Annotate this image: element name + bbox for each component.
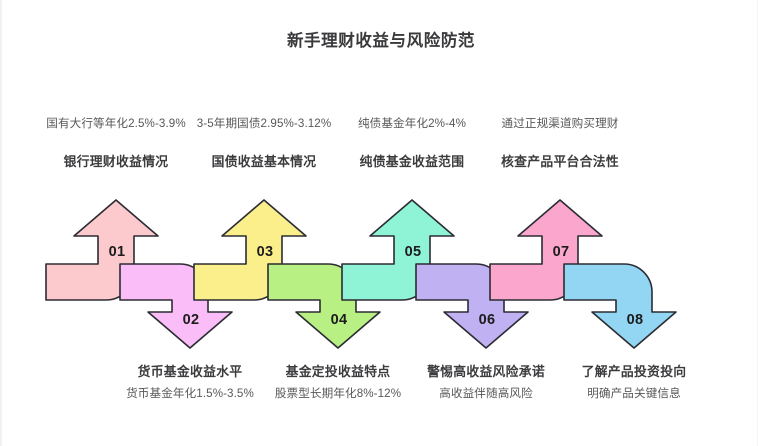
arrow-number-04: 04 bbox=[331, 312, 348, 328]
step-label-04: 基金定投收益特点股票型长期年化8%-12% bbox=[275, 364, 401, 401]
step-label-01: 国有大行等年化2.5%-3.9% 银行理财收益情况 bbox=[46, 116, 185, 170]
step-detail-01: 国有大行等年化2.5%-3.9% bbox=[46, 117, 186, 130]
flow-arrow-08[interactable] bbox=[563, 263, 677, 349]
arrow-number-02: 02 bbox=[183, 312, 200, 328]
step-heading-06: 警惕高收益风险承诺 bbox=[427, 364, 545, 379]
arrow-number-05: 05 bbox=[405, 244, 422, 260]
step-heading-08: 了解产品投资投向 bbox=[581, 364, 687, 379]
step-label-08: 了解产品投资投向明确产品关键信息 bbox=[582, 364, 687, 401]
step-label-06: 警惕高收益风险承诺高收益伴随高风险 bbox=[427, 364, 545, 401]
step-detail-02: 货币基金年化1.5%-3.5% bbox=[126, 386, 254, 400]
page-title: 新手理财收益与风险防范 bbox=[286, 32, 476, 50]
step-heading-03: 国债收益基本情况 bbox=[211, 153, 317, 169]
step-label-03: 3-5年期国债2.95%-3.12% 国债收益基本情况 bbox=[197, 116, 332, 170]
arrow-number-08: 08 bbox=[627, 312, 644, 328]
step-detail-08: 明确产品关键信息 bbox=[587, 386, 681, 400]
arrow-number-07: 07 bbox=[553, 244, 570, 260]
arrow-number-06: 06 bbox=[479, 312, 496, 328]
step-heading-01: 银行理财收益情况 bbox=[63, 153, 169, 169]
step-label-05: 纯债基金年化2%-4% 纯债基金收益范围 bbox=[358, 116, 466, 170]
step-detail-07: 通过正规渠道购买理财 bbox=[501, 117, 619, 130]
step-heading-07: 核查产品平台合法性 bbox=[501, 153, 619, 169]
step-heading-02: 货币基金收益水平 bbox=[137, 364, 243, 379]
arrow-number-03: 03 bbox=[257, 244, 274, 260]
step-label-07: 通过正规渠道购买理财核查产品平台合法性 bbox=[501, 116, 619, 170]
arrow-number-01: 01 bbox=[109, 244, 126, 260]
step-heading-04: 基金定投收益特点 bbox=[285, 364, 391, 379]
step-detail-05: 纯债基金年化2%-4% bbox=[357, 117, 467, 130]
step-detail-03: 3-5年期国债2.95%-3.12% bbox=[196, 117, 332, 130]
step-heading-05: 纯债基金收益范围 bbox=[359, 153, 465, 169]
step-detail-06: 高收益伴随高风险 bbox=[439, 386, 533, 400]
step-detail-04: 股票型长期年化8%-12% bbox=[274, 386, 402, 400]
step-label-02: 货币基金收益水平货币基金年化1.5%-3.5% bbox=[126, 364, 254, 401]
